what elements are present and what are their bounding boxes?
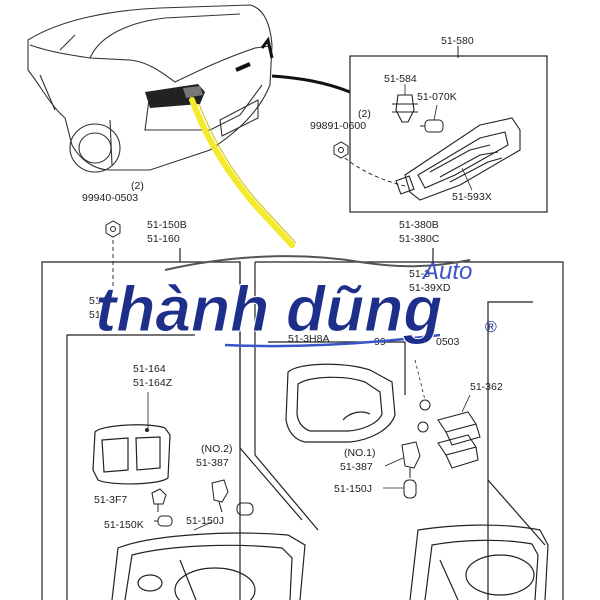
gasket-51-164 <box>92 424 171 485</box>
bulb-51-070K <box>420 119 444 133</box>
left-lamp-housing <box>111 532 306 600</box>
label-51-164: 51-164 <box>133 363 166 375</box>
nut-99940-0503 <box>105 220 121 238</box>
label-51-150K: 51-150K <box>104 519 144 531</box>
label-51-593X: 51-593X <box>452 191 492 203</box>
yellow-leader <box>189 97 295 248</box>
watermark-brand-left: thành <box>95 273 269 345</box>
pointer-arrow <box>271 74 351 94</box>
label-51-3H8A: 51-3H8A <box>288 333 329 345</box>
high-mount-lamp <box>395 117 521 201</box>
label-51-580: 51-580 <box>441 35 474 47</box>
label-99891-0600: 99891-0600 <box>310 120 366 132</box>
label-no1: (NO.1) <box>344 447 376 459</box>
label-partial-0503: 0503 <box>436 336 460 348</box>
left-assembly-frame <box>41 248 303 600</box>
socket-51-3F7 <box>151 488 167 512</box>
label-51-164Z: 51-164Z <box>133 377 173 389</box>
bulb-51-150K <box>154 515 173 527</box>
watermark-logo: thành dũng Auto ® <box>95 255 497 348</box>
bulb-51-150J-right <box>403 479 417 499</box>
watermark-registered-mark: ® <box>485 319 497 336</box>
bulb-socket-51-584 <box>392 94 418 123</box>
right-lamp-housing <box>409 524 549 600</box>
label-qty-99891: (2) <box>358 108 371 120</box>
watermark-swoosh-bottom <box>224 333 441 348</box>
label-51-584: 51-584 <box>384 73 417 85</box>
bulb-51-150J-left <box>236 502 254 516</box>
label-51-39XD: 51-39XD <box>409 282 451 294</box>
label-partial-51-3: 51-3 <box>409 268 430 280</box>
label-partial-51-a: 51- <box>89 295 105 307</box>
watermark-brand-right: dũng <box>286 273 442 345</box>
socket-pair-51-362 <box>437 411 481 469</box>
label-51-387-right: 51-387 <box>340 461 373 473</box>
label-partial-51-b: 51- <box>89 309 105 321</box>
gasket-51-3H8A <box>285 363 396 443</box>
label-51-387-left: 51-387 <box>196 457 229 469</box>
label-51-150J-left: 51-150J <box>186 515 224 527</box>
nut-99891-0600 <box>333 141 349 159</box>
label-51-3F7: 51-3F7 <box>94 494 127 506</box>
label-51-150B: 51-150B <box>147 219 187 231</box>
label-51-150J-right: 51-150J <box>334 483 372 495</box>
tail-lamp-highlight <box>183 86 203 98</box>
watermark-swoosh-top <box>164 255 471 271</box>
yellow-leader-edge <box>198 103 297 244</box>
socket-51-387-no1 <box>401 441 421 478</box>
label-qty-99940: (2) <box>131 180 144 192</box>
label-51-070K: 51-070K <box>417 91 457 103</box>
car-illustration <box>27 4 274 173</box>
inset-box-51-580 <box>349 55 548 213</box>
socket-51-387-no2 <box>211 479 229 513</box>
part-labels: 51-580 51-584 51-070K (2) 99891-0600 51-… <box>82 35 503 531</box>
label-51-362: 51-362 <box>470 381 503 393</box>
label-51-160: 51-160 <box>147 233 180 245</box>
nut-small-right <box>417 399 431 433</box>
dashed-leader <box>344 157 406 187</box>
label-51-380C: 51-380C <box>399 233 440 245</box>
label-99940-0503: 99940-0503 <box>82 192 138 204</box>
label-51-380B: 51-380B <box>399 219 439 231</box>
watermark-suffix: Auto <box>421 258 472 285</box>
label-no2: (NO.2) <box>201 443 233 455</box>
